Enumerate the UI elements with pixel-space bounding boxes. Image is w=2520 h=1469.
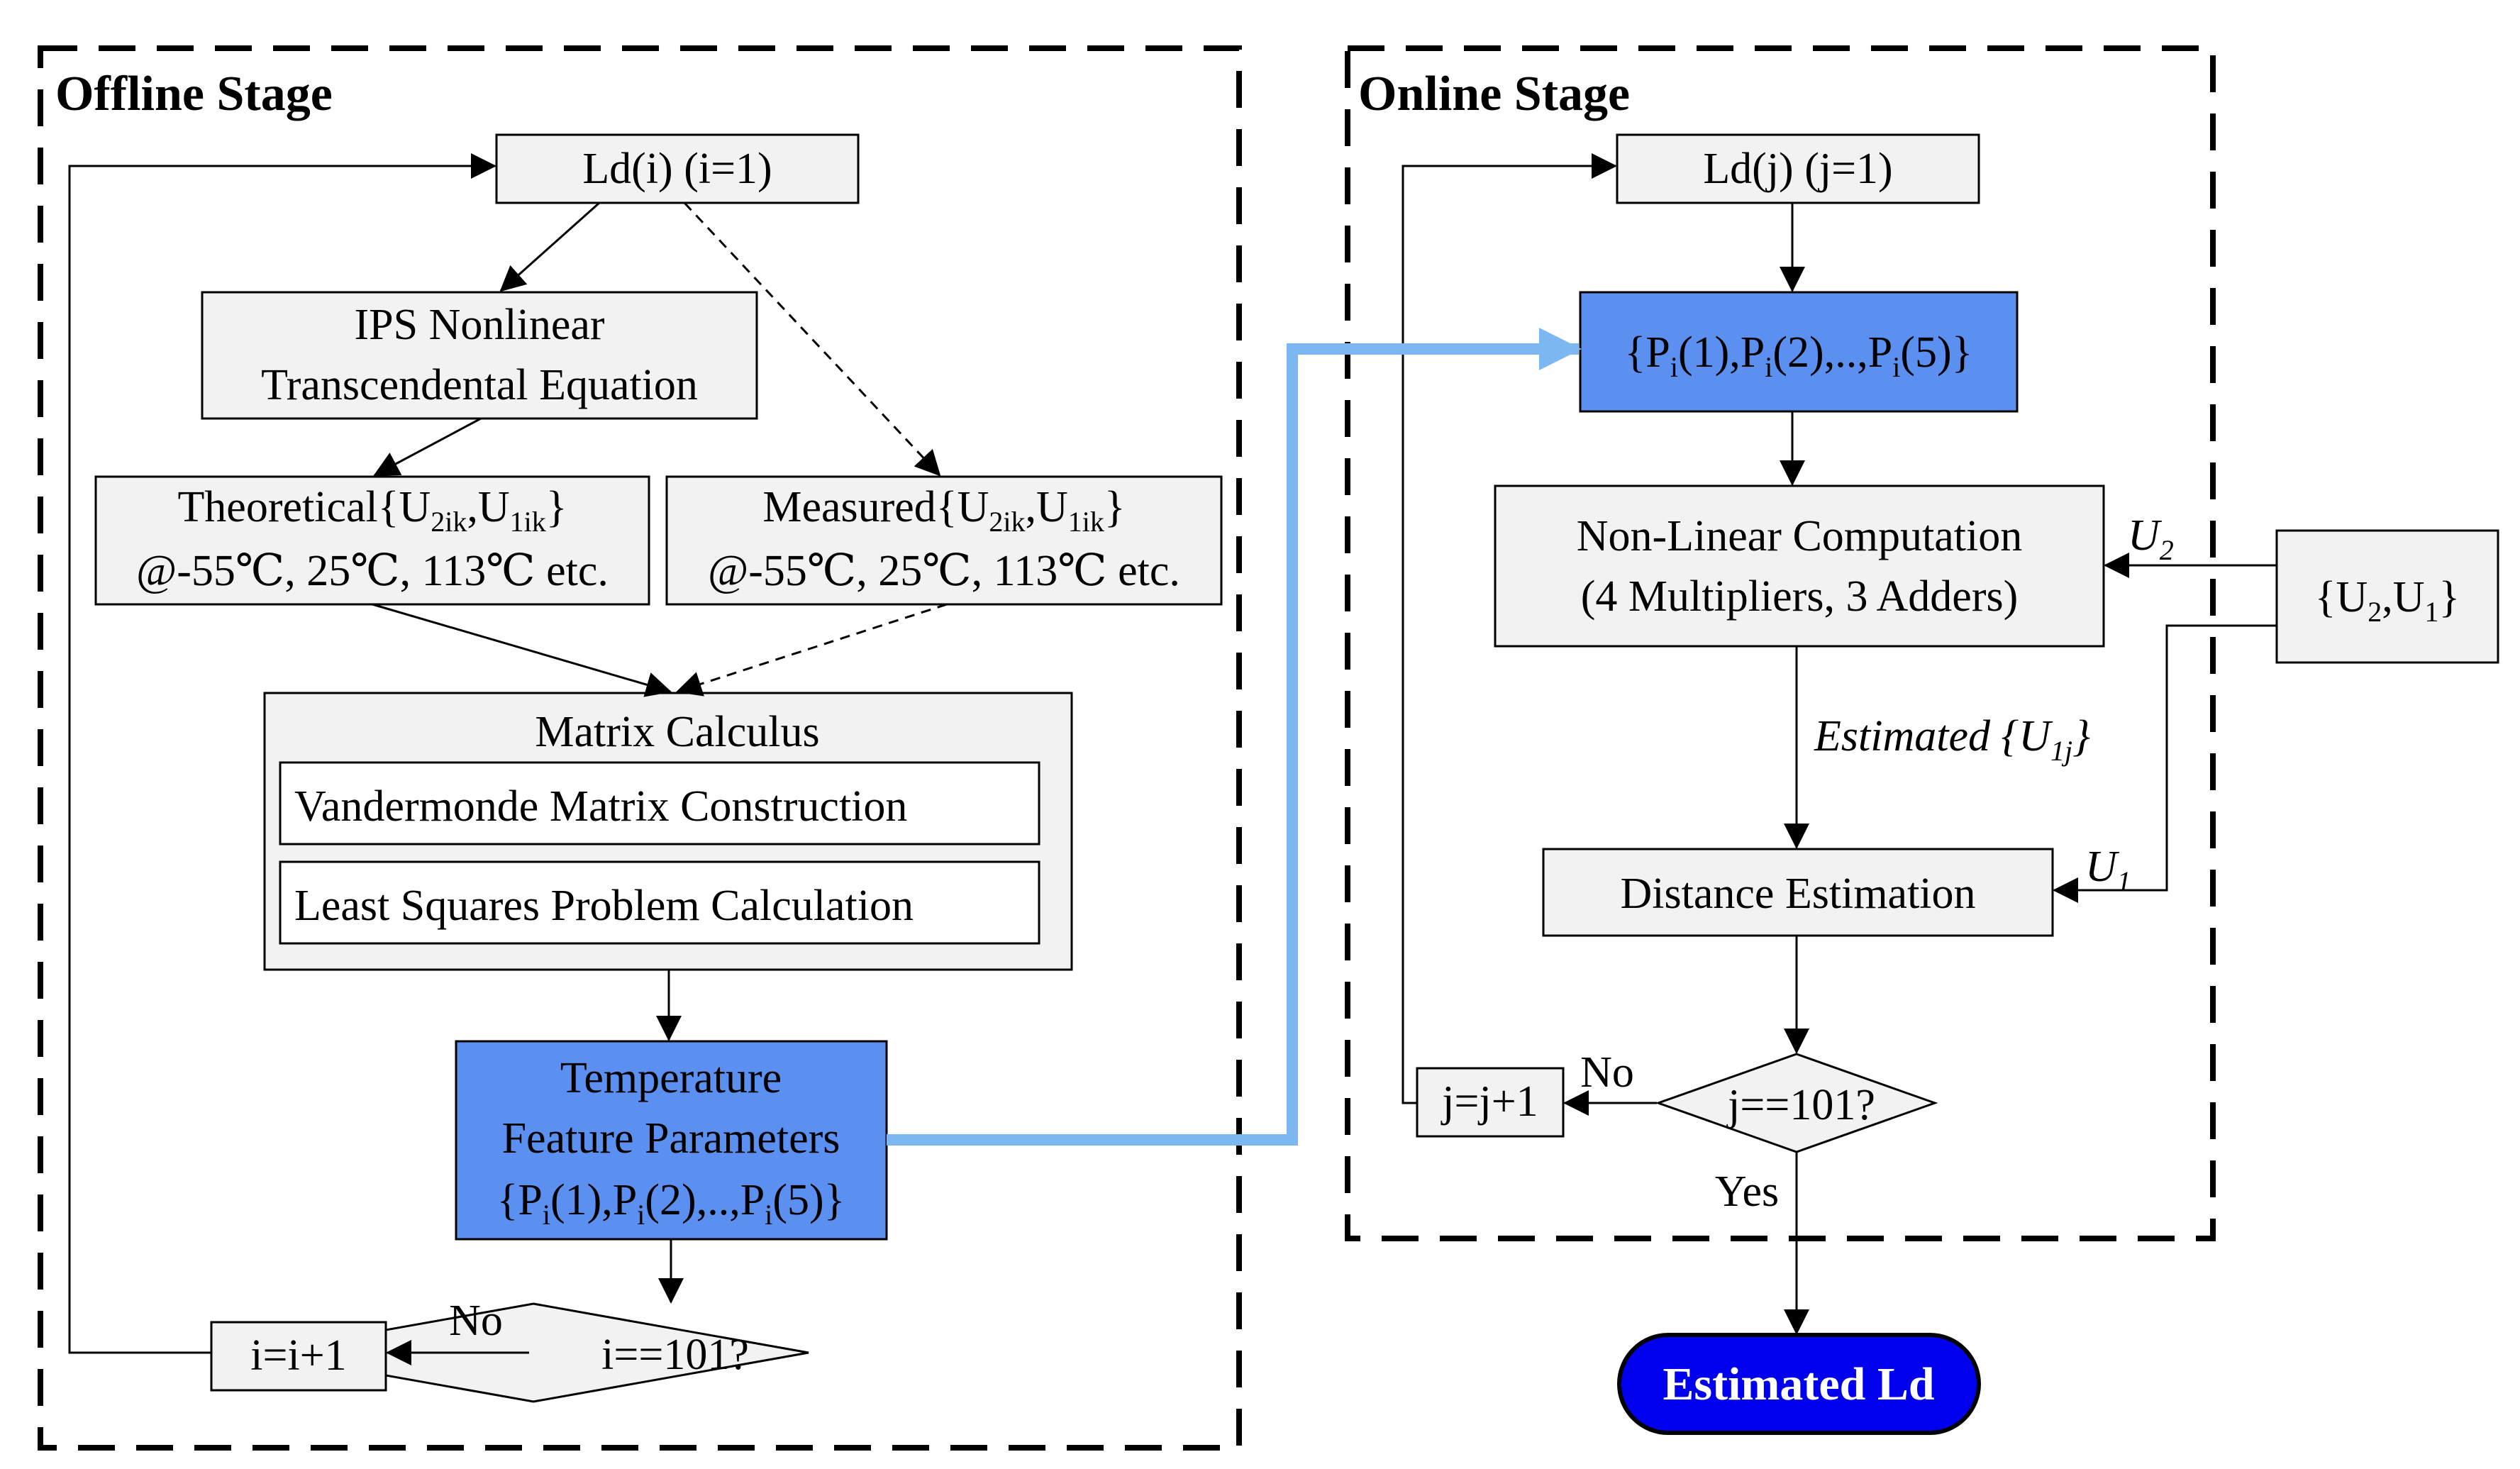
nonlinear-computation-line1: Non-Linear Computation	[1577, 512, 2022, 560]
least-squares-box	[279, 860, 1040, 945]
u1-arrow-label: U1	[2085, 843, 2131, 897]
distance-estimation-label: Distance Estimation	[1620, 870, 1975, 918]
theoretical-temps: @-55℃, 25℃, 113℃ etc.	[136, 547, 609, 595]
nonlinear-computation-box	[1494, 484, 2105, 648]
vandermonde-label: Vandermonde Matrix Construction	[294, 782, 907, 831]
online-params-label: {Pi(1),Pi(2),..,Pi(5)}	[1625, 328, 1973, 383]
offline-increment-label: i=i+1	[250, 1331, 346, 1380]
online-yes-label: Yes	[1715, 1168, 1779, 1216]
temperature-feature-box	[455, 1040, 888, 1241]
measured-box	[665, 475, 1223, 606]
online-increment-box	[1416, 1067, 1565, 1138]
temperature-feature-params: {Pi(1),Pi(2),..,Pi(5)}	[497, 1176, 845, 1231]
offline-stage-title: Offline Stage	[55, 67, 333, 121]
arrow-u1-to-distance	[2053, 624, 2277, 903]
estimated-ld-label: Estimated Ld	[1663, 1358, 1934, 1410]
distance-estimation-box	[1542, 848, 2054, 937]
estimated-u1j-label: Estimated {U1j}	[1814, 712, 2090, 767]
voltage-inputs-label: {U2,U1}	[2315, 573, 2460, 628]
theoretical-set-label: Theoretical{U2ik,U1ik}	[177, 483, 567, 538]
online-no-label: No	[1580, 1048, 1634, 1097]
online-stage-frame	[1345, 45, 2216, 1241]
arrow-increment-loop-back	[68, 153, 496, 1354]
online-ld-init-label: Ld(j) (j=1)	[1703, 145, 1892, 193]
offline-ld-init-label: Ld(i) (i=1)	[582, 145, 772, 193]
offline-no-label: No	[449, 1297, 503, 1345]
measured-temps: @-55℃, 25℃, 113℃ etc.	[708, 547, 1180, 595]
online-params-box	[1579, 291, 2019, 413]
offline-stage-frame	[38, 45, 1242, 1451]
offline-ld-init-box	[495, 133, 860, 204]
online-ld-init-box	[1616, 133, 1980, 204]
arrow-ld-to-ips	[499, 201, 600, 292]
voltage-inputs-box	[2275, 529, 2499, 664]
arrow-j-increment-loop-back	[1401, 153, 1617, 1104]
temperature-feature-line1: Temperature	[560, 1054, 782, 1102]
u2-arrow-label: U2	[2128, 511, 2174, 566]
least-squares-label: Least Squares Problem Calculation	[294, 882, 914, 930]
offline-decision-label: i==101?	[601, 1331, 749, 1379]
ips-equation-line2: Transcendental Equation	[261, 361, 698, 409]
parameter-transfer-connector	[887, 328, 1582, 1146]
arrow-measured-to-matrix	[676, 603, 948, 697]
ips-equation-line1: IPS Nonlinear	[354, 301, 604, 349]
ips-equation-box	[201, 291, 758, 420]
arrow-theoretical-to-matrix	[372, 603, 672, 697]
arrow-ld-to-measured	[683, 201, 941, 477]
online-stage-title: Online Stage	[1358, 67, 1630, 121]
measured-set-label: Measured{U2ik,U1ik}	[762, 483, 1125, 538]
estimated-ld-terminal	[1617, 1333, 1981, 1435]
arrow-ips-to-theoretical	[373, 417, 482, 477]
online-increment-label: j=j+1	[1441, 1077, 1538, 1126]
temperature-feature-line2: Feature Parameters	[502, 1114, 840, 1163]
online-decision-label: j==101?	[1726, 1081, 1875, 1129]
vandermonde-box	[279, 761, 1040, 846]
nonlinear-computation-line2: (4 Multipliers, 3 Adders)	[1581, 572, 2019, 621]
matrix-calculus-title: Matrix Calculus	[535, 708, 819, 756]
